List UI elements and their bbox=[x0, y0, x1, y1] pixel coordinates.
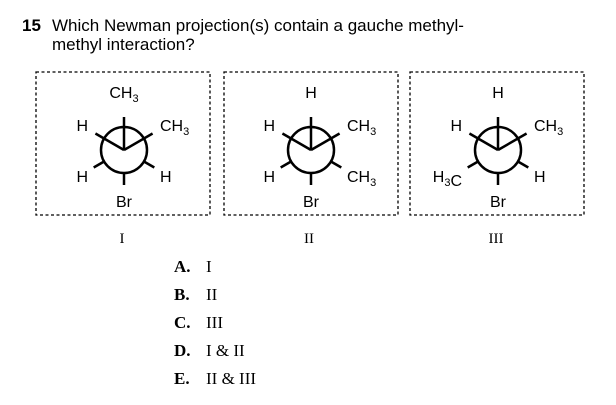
back-bottom-substituent: Br bbox=[490, 194, 507, 211]
choice-text: II bbox=[206, 285, 218, 304]
front-left-substituent: H bbox=[263, 118, 275, 135]
answer-choices: A. I B. II C. III D. I & II E. II & III bbox=[174, 257, 256, 397]
choice-text: I & II bbox=[206, 341, 245, 360]
back-bottom-substituent: Br bbox=[116, 194, 133, 211]
back-right-substituent: H bbox=[160, 169, 172, 186]
back-left-substituent: H bbox=[76, 169, 88, 186]
back-bond bbox=[467, 160, 479, 169]
choice-d[interactable]: D. I & II bbox=[174, 341, 256, 369]
back-bond bbox=[330, 160, 342, 169]
projection-frame bbox=[35, 71, 211, 216]
front-bond bbox=[310, 132, 341, 152]
choice-text: I bbox=[206, 257, 212, 276]
projection-frame bbox=[223, 71, 399, 216]
back-bottom-substituent: Br bbox=[303, 194, 320, 211]
choice-letter: E. bbox=[174, 369, 190, 388]
front-bond bbox=[497, 132, 528, 152]
front-top-substituent: CH3 bbox=[109, 85, 138, 105]
back-bond bbox=[280, 160, 292, 169]
projection-numeral: II bbox=[304, 231, 314, 247]
projection-frame bbox=[409, 71, 585, 216]
back-bond bbox=[93, 160, 105, 169]
choice-b[interactable]: B. II bbox=[174, 285, 256, 313]
projection-numeral: I bbox=[120, 231, 125, 247]
back-bond bbox=[517, 160, 529, 169]
choice-letter: B. bbox=[174, 285, 190, 304]
front-top-substituent: H bbox=[492, 85, 504, 102]
front-bond bbox=[281, 132, 312, 152]
front-bond bbox=[468, 132, 499, 152]
back-left-substituent: H3C bbox=[433, 169, 462, 190]
choice-letter: A. bbox=[174, 257, 191, 276]
front-right-substituent: CH3 bbox=[534, 118, 563, 138]
choice-letter: C. bbox=[174, 313, 191, 332]
front-top-substituent: H bbox=[305, 85, 317, 102]
choice-text: II & III bbox=[206, 369, 257, 388]
back-bond bbox=[143, 160, 155, 169]
front-bond bbox=[123, 132, 154, 152]
choice-letter: D. bbox=[174, 341, 191, 360]
back-right-substituent: CH3 bbox=[347, 169, 376, 189]
choice-e[interactable]: E. II & III bbox=[174, 369, 256, 397]
front-right-substituent: CH3 bbox=[160, 118, 189, 138]
question-number: 15 bbox=[22, 16, 41, 35]
front-left-substituent: H bbox=[76, 118, 88, 135]
question-text: Which Newman projection(s) contain a gau… bbox=[52, 16, 464, 54]
choice-a[interactable]: A. I bbox=[174, 257, 256, 285]
projection-numeral: III bbox=[489, 231, 504, 247]
choice-text: III bbox=[206, 313, 223, 332]
front-left-substituent: H bbox=[450, 118, 462, 135]
choice-c[interactable]: C. III bbox=[174, 313, 256, 341]
back-left-substituent: H bbox=[263, 169, 275, 186]
front-bond bbox=[94, 132, 125, 152]
back-right-substituent: H bbox=[534, 169, 546, 186]
front-right-substituent: CH3 bbox=[347, 118, 376, 138]
